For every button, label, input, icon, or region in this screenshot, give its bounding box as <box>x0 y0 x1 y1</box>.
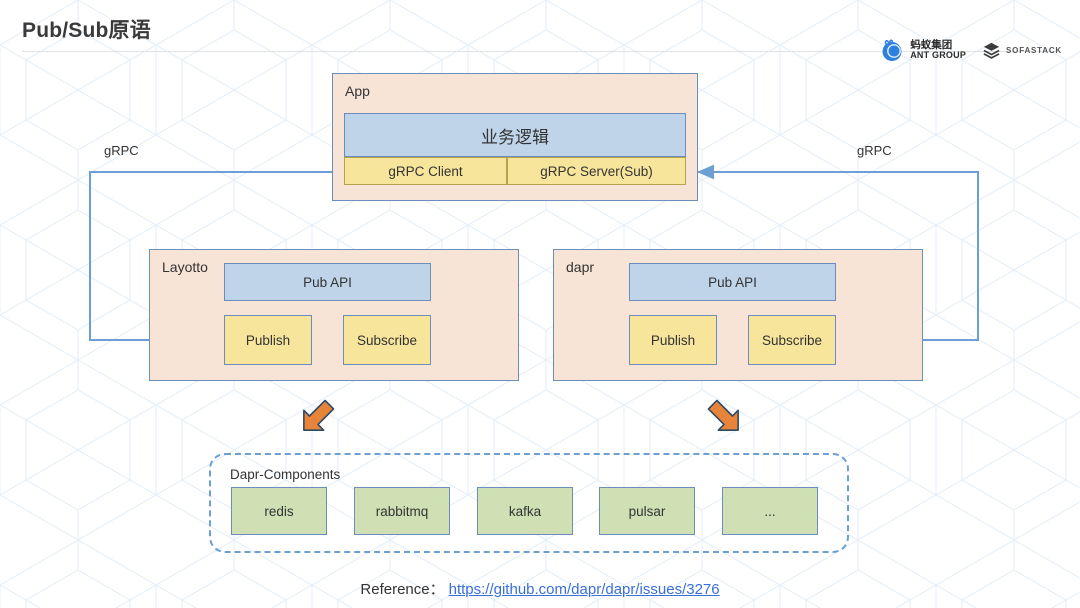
business-logic-box[interactable]: 业务逻辑 <box>344 113 686 157</box>
edge-label-grpc-right: gRPC <box>857 143 892 158</box>
orange-arrow-layotto-to-components <box>303 399 335 431</box>
reference-label: Reference： <box>360 581 445 598</box>
orange-arrow-dapr-to-components <box>707 399 739 431</box>
grpc-client-box[interactable]: gRPC Client <box>344 157 507 185</box>
dapr-publish-box[interactable]: Publish <box>629 315 717 365</box>
sofastack-logo-text: SOFASTACK <box>1006 45 1062 55</box>
component-box-more[interactable]: ... <box>722 487 818 535</box>
component-box-rabbitmq[interactable]: rabbitmq <box>354 487 450 535</box>
ant-group-logo: 蚂蚁集团 ANT GROUP <box>879 37 966 63</box>
grpc-server-box[interactable]: gRPC Server(Sub) <box>507 157 686 185</box>
page-title: Pub/Sub原语 <box>22 19 151 42</box>
reference-footer: Reference：https://github.com/dapr/dapr/i… <box>0 578 1080 599</box>
component-box-pulsar[interactable]: pulsar <box>599 487 695 535</box>
ant-logo-icon <box>882 39 902 61</box>
sofastack-logo: SOFASTACK <box>982 41 1062 60</box>
edge-label-grpc-left: gRPC <box>104 143 139 158</box>
component-box-kafka[interactable]: kafka <box>477 487 573 535</box>
dapr-pub-api-box[interactable]: Pub API <box>629 263 836 301</box>
layotto-subscribe-box[interactable]: Subscribe <box>343 315 431 365</box>
dapr-group-label: dapr <box>566 259 595 275</box>
dapr-subscribe-box[interactable]: Subscribe <box>748 315 836 365</box>
layotto-group-label: Layotto <box>162 259 208 275</box>
component-box-redis[interactable]: redis <box>231 487 327 535</box>
layotto-pub-api-box[interactable]: Pub API <box>224 263 431 301</box>
stack-layers-icon <box>983 42 1000 59</box>
app-group-label: App <box>345 83 370 99</box>
reference-link[interactable]: https://github.com/dapr/dapr/issues/3276 <box>448 581 720 598</box>
layotto-publish-box[interactable]: Publish <box>224 315 312 365</box>
logo-bar: 蚂蚁集团 ANT GROUP SOFASTACK <box>879 36 1062 64</box>
ant-logo-en: ANT GROUP <box>910 49 967 60</box>
dapr-components-label: Dapr-Components <box>230 467 341 482</box>
